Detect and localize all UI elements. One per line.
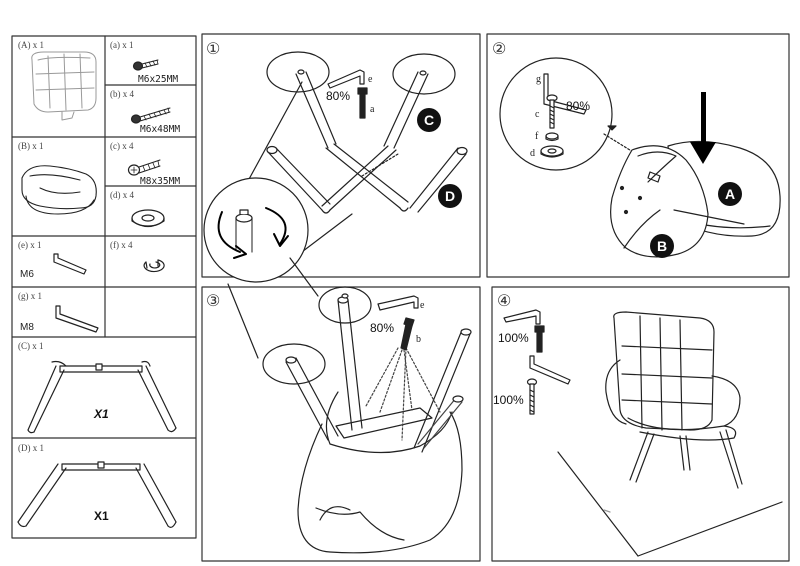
- step-1-number: ①: [206, 41, 220, 58]
- rotation-arrow-right-icon: [265, 207, 287, 245]
- part-a-spec: M6x25MM: [138, 74, 178, 85]
- step-3-allen-key-icon: [377, 295, 419, 311]
- step-3-panel: ③: [201, 257, 481, 562]
- step-1-tool-label: e: [368, 74, 373, 85]
- step-2-panel: ② g 80% c f d: [486, 33, 790, 278]
- part-d-label: (d) x 4: [110, 190, 134, 200]
- part-g-label: (g) x 1: [18, 291, 42, 301]
- part-f-label: (f) x 4: [110, 240, 133, 250]
- allen-key-e-icon: [53, 253, 87, 275]
- step-2-number: ②: [492, 41, 506, 58]
- step-3-number: ③: [206, 293, 220, 310]
- rotation-arrow-left-icon: [217, 211, 241, 253]
- washer-d-icon: [131, 209, 165, 228]
- bolt-c-icon: [127, 159, 161, 176]
- step-2-down-arrow-icon: [690, 92, 716, 164]
- part-B-label: (B) x 1: [18, 141, 44, 151]
- part-C-qty: X1: [93, 407, 109, 421]
- part-b-cell: (b) x 4 M6x48MM: [110, 89, 180, 135]
- spring-washer-f-icon: [143, 259, 165, 273]
- step-1-panel: ①: [201, 33, 481, 283]
- step-2-label-d: d: [530, 148, 535, 159]
- step-2-seat-drawing: [610, 145, 745, 258]
- step-1-badge-C: C: [417, 108, 441, 132]
- step-1-top-right-magnifier: [392, 53, 456, 95]
- part-B-cell: (B) x 1: [18, 141, 97, 215]
- part-g-cell: (g) x 1 M8: [18, 291, 99, 333]
- step-3-left-magnifier: [262, 343, 326, 385]
- step-3-bolt-icon: [400, 317, 415, 351]
- step-4-number: ④: [497, 293, 511, 310]
- step-1-detail-magnifier: [203, 81, 353, 283]
- parts-list: (A) x 1 (a) x 1 M6x25MM: [11, 35, 197, 539]
- step-4-floor-lines: [557, 451, 783, 557]
- backrest-drawing: [31, 51, 97, 121]
- part-D-cell: (D) x 1 X1: [17, 443, 177, 528]
- step-1-bolt-icon: [357, 87, 368, 119]
- step-4-bolt-top-icon: [534, 325, 545, 353]
- bolt-b-icon: [130, 107, 171, 124]
- part-c-cell: (c) x 4 M8x35MM: [110, 141, 180, 187]
- step-3-torque: 80%: [370, 321, 394, 335]
- part-e-cell: (e) x 1 M6: [18, 240, 87, 280]
- part-A-label: (A) x 1: [18, 40, 44, 50]
- part-d-cell: (d) x 4: [110, 190, 165, 228]
- step-3-tool-label: e: [420, 300, 425, 311]
- step-3-top-magnifier: [318, 286, 372, 324]
- step-2-washer-icon: [540, 145, 564, 158]
- step-2-label-f: f: [535, 131, 539, 142]
- step-2-hardware-magnifier: [499, 57, 613, 171]
- step-3-bolt-guides: [365, 347, 441, 441]
- step-1-allen-key-icon: [327, 69, 365, 89]
- part-D-qty: X1: [94, 509, 109, 523]
- part-A-cell: (A) x 1: [18, 40, 97, 121]
- part-c-label: (c) x 4: [110, 141, 134, 151]
- step-2-badge-A: A: [718, 182, 742, 206]
- allen-key-g-icon: [55, 305, 99, 333]
- step-4-torque-bottom: 100%: [493, 393, 524, 407]
- part-C-label: (C) x 1: [18, 341, 44, 351]
- step-3-legs: [285, 296, 472, 453]
- step-2-torque: 80%: [566, 99, 590, 113]
- step-1-top-left-magnifier: [266, 51, 330, 93]
- svg-text:D: D: [445, 188, 455, 204]
- step-2-label-c: c: [535, 109, 540, 120]
- part-e-size: M6: [20, 269, 34, 280]
- step-1-bolt-label: a: [370, 104, 375, 115]
- step-4-panel: ④ 100% 100%: [491, 286, 790, 562]
- step-4-allen-key-top-icon: [503, 309, 541, 325]
- step-3-bolt-label: b: [416, 334, 421, 345]
- part-a-label: (a) x 1: [110, 40, 134, 50]
- part-c-spec: M8x35MM: [140, 176, 180, 187]
- step-2-label-g: g: [536, 74, 541, 85]
- step-2-bolt-icon: [546, 94, 558, 129]
- part-g-size: M8: [20, 322, 34, 333]
- step-2-badge-B: B: [650, 234, 674, 258]
- part-f-cell: (f) x 4: [110, 240, 165, 273]
- leg-frame-D-drawing: [17, 461, 177, 528]
- leg-frame-C-drawing: [27, 360, 177, 434]
- step-4-bolt-bottom-icon: [526, 378, 538, 415]
- step-4-finished-chair-drawing: [605, 311, 743, 489]
- part-e-label: (e) x 1: [18, 240, 42, 250]
- svg-text:C: C: [424, 112, 434, 128]
- part-b-spec: M6x48MM: [140, 124, 180, 135]
- step-4-allen-key-bottom-icon: [529, 355, 571, 385]
- bolt-a-icon: [132, 59, 159, 71]
- step-1-torque: 80%: [326, 89, 350, 103]
- seat-drawing: [21, 165, 97, 215]
- step-1-leg-frames: [266, 71, 468, 214]
- part-b-label: (b) x 4: [110, 89, 134, 99]
- step-2-spring-washer-icon: [545, 132, 559, 142]
- part-C-cell: (C) x 1 X1: [18, 341, 177, 434]
- step-4-torque-top: 100%: [498, 331, 529, 345]
- step-1-badge-D: D: [438, 184, 462, 208]
- part-D-label: (D) x 1: [18, 443, 44, 453]
- part-a-cell: (a) x 1 M6x25MM: [110, 40, 178, 85]
- svg-text:B: B: [657, 238, 667, 254]
- step-3-chair-drawing: [297, 391, 463, 554]
- svg-text:A: A: [725, 186, 735, 202]
